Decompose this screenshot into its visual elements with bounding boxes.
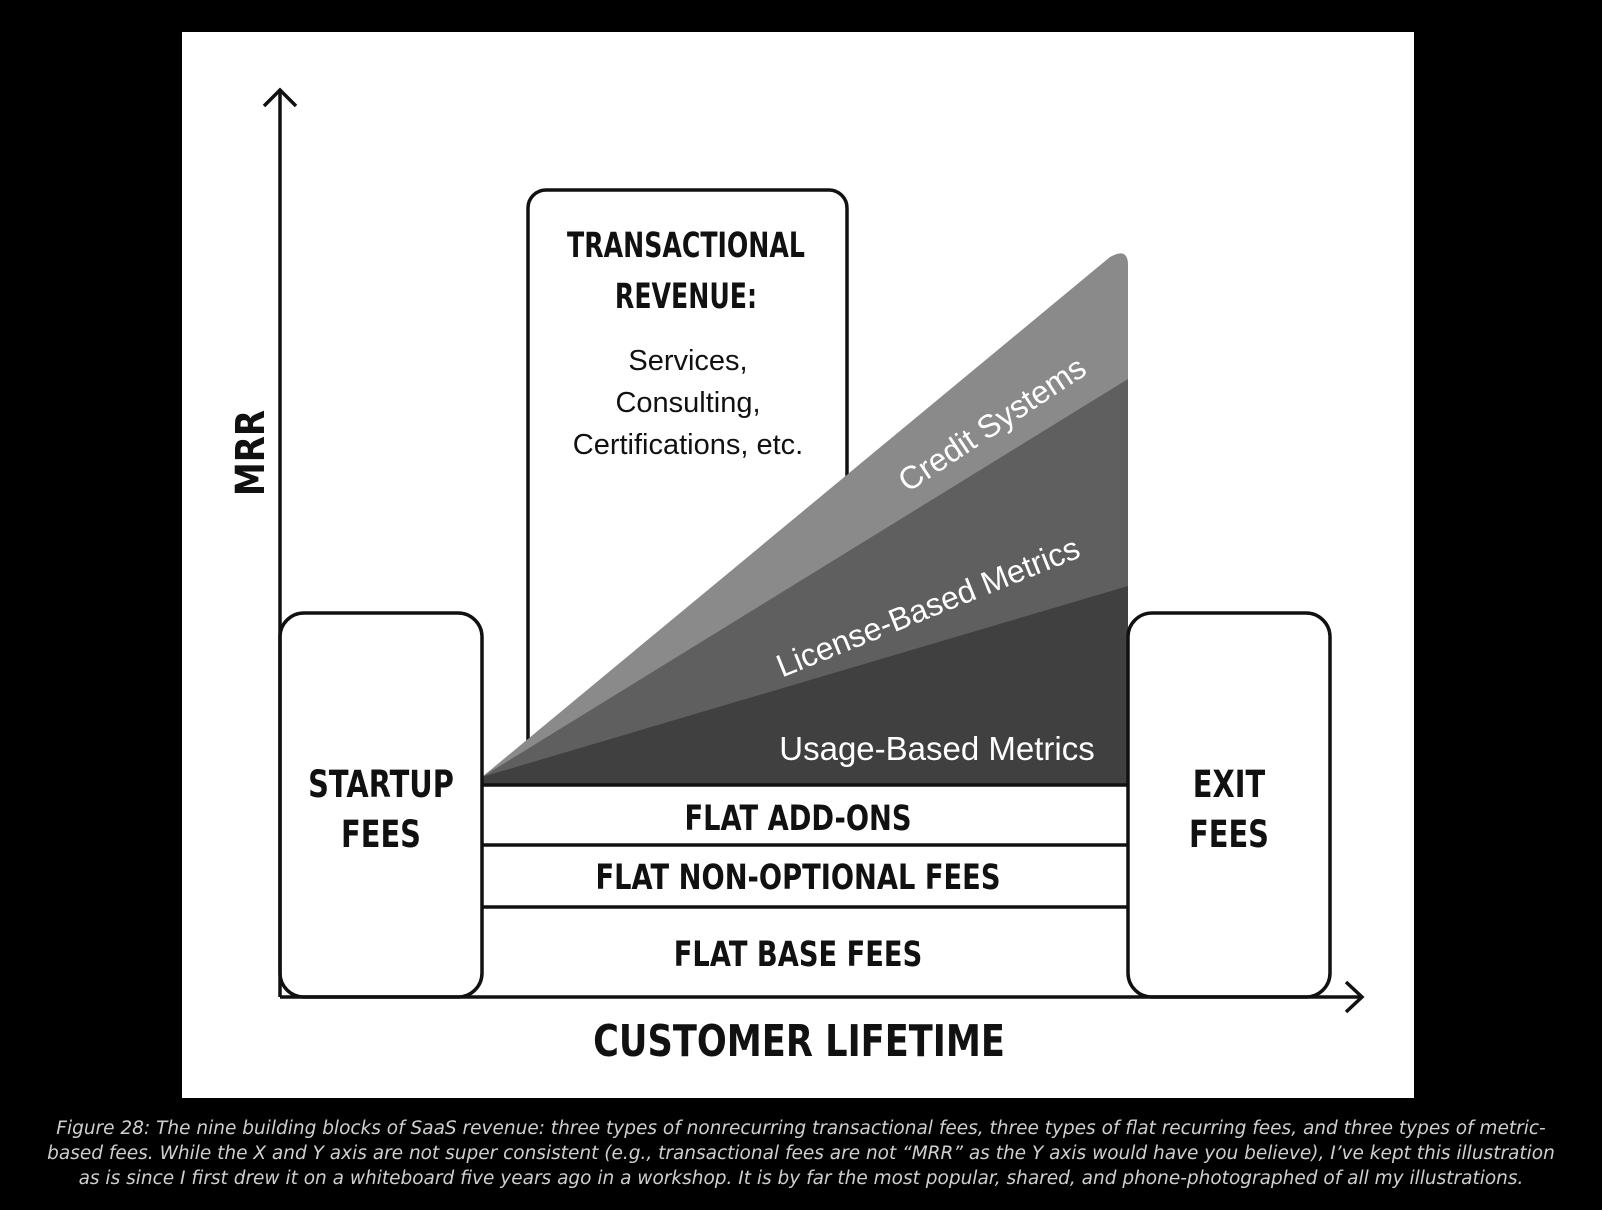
- transactional-body-line3: Certifications, etc.: [573, 429, 803, 461]
- exit-fees-label-line1: EXIT: [1193, 762, 1266, 805]
- x-axis-arrowhead: [1344, 980, 1365, 1014]
- flat-base-fees-label: FLAT BASE FEES: [674, 935, 922, 975]
- x-axis-label: CUSTOMER LIFETIME: [593, 1016, 1005, 1067]
- transactional-body-line1: Services,: [628, 345, 747, 377]
- flat-fees-region: [482, 784, 1128, 997]
- figure-caption: Figure 28: The nine building blocks of S…: [20, 1116, 1582, 1191]
- exit-fees-label-line2: FEES: [1189, 812, 1269, 855]
- caption-line: Figure 28: The nine building blocks of S…: [56, 1118, 1546, 1139]
- usage-based-metrics-band: [482, 586, 1128, 785]
- caption-line: based fees. While the X and Y axis are n…: [47, 1143, 1555, 1164]
- y-axis-label: MRR: [227, 410, 273, 496]
- flat-non-optional-fees-label: FLAT NON-OPTIONAL FEES: [596, 858, 1001, 898]
- transactional-body-line2: Consulting,: [615, 387, 760, 419]
- startup-fees-label-line1: STARTUP: [308, 762, 454, 805]
- y-axis-arrowhead: [262, 87, 298, 108]
- usage-based-metrics-label: Usage-Based Metrics: [779, 730, 1094, 767]
- startup-fees-label-line2: FEES: [341, 812, 421, 855]
- transactional-title-line2: REVENUE:: [615, 277, 757, 317]
- flat-add-ons-label: FLAT ADD-ONS: [684, 799, 911, 839]
- caption-line: as is since I first drew it on a whitebo…: [78, 1168, 1524, 1189]
- transactional-title-line1: TRANSACTIONAL: [567, 226, 805, 266]
